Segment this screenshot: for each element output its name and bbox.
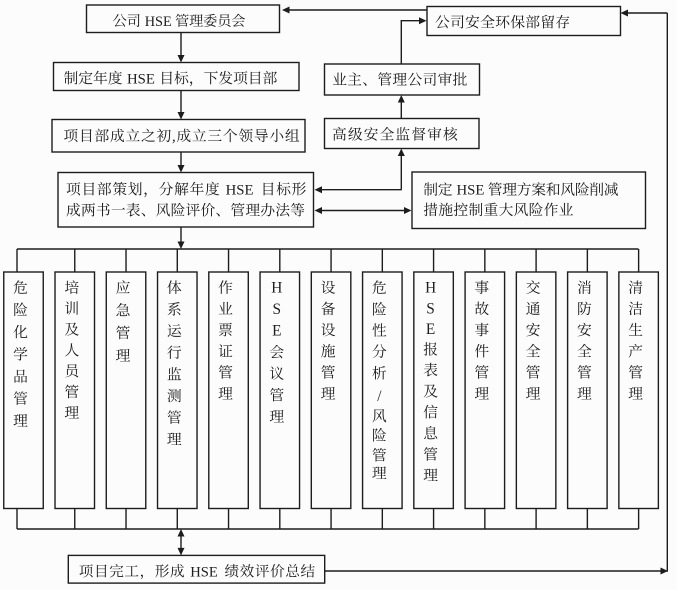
- svg-text:HSE: HSE: [226, 182, 254, 198]
- svg-text:E: E: [272, 322, 281, 339]
- svg-text:HSE: HSE: [127, 71, 155, 87]
- svg-text:HSE: HSE: [145, 14, 172, 30]
- svg-text:H: H: [425, 279, 436, 296]
- svg-text:HSE: HSE: [190, 564, 218, 580]
- svg-text:,: ,: [172, 129, 176, 145]
- svg-text:S: S: [273, 301, 282, 318]
- svg-text:E: E: [426, 321, 435, 338]
- svg-text:/: /: [377, 388, 382, 405]
- svg-text:S: S: [426, 300, 435, 317]
- svg-text:HSE: HSE: [457, 183, 485, 199]
- svg-text:H: H: [271, 279, 282, 296]
